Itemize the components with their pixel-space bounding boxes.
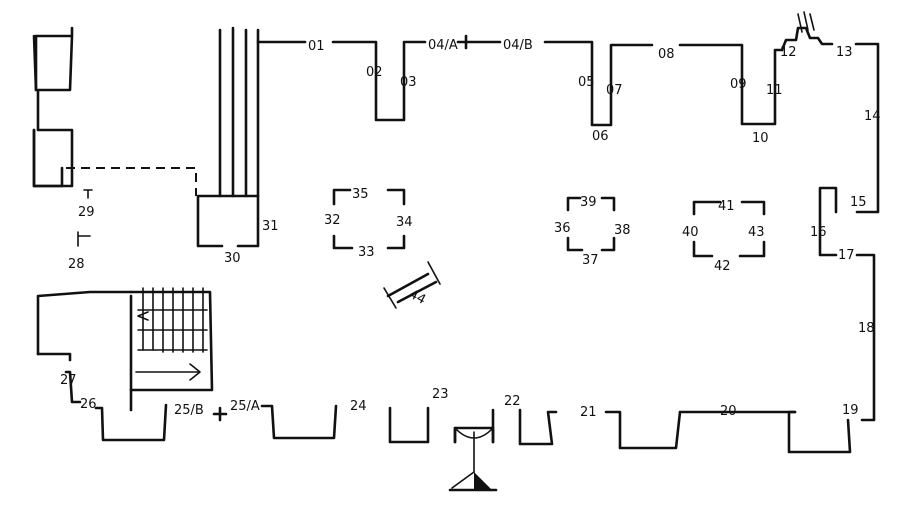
plus-marker-icon: [212, 406, 228, 422]
label-05: 05: [578, 75, 595, 90]
label-19: 19: [842, 403, 859, 418]
label-03: 03: [400, 75, 417, 90]
label-27: 27: [60, 373, 77, 388]
label-23: 23: [432, 387, 449, 402]
label-37: 37: [582, 253, 599, 268]
top-wall: [256, 11, 880, 214]
label-24: 24: [350, 399, 367, 414]
label-02: 02: [366, 65, 383, 80]
exhibit-41: [692, 200, 766, 258]
label-25a: 25/A: [230, 399, 260, 414]
label-41: 41: [718, 199, 735, 214]
label-30: 30: [224, 251, 241, 266]
labels: 01 02 03 04/A 04/B 05 06 07 08 09 10 11 …: [60, 38, 881, 420]
label-12: 12: [780, 45, 797, 60]
left-wall: [32, 26, 197, 412]
label-04a: 04/A: [428, 38, 458, 53]
label-15: 15: [850, 195, 867, 210]
stairs: [129, 287, 214, 392]
label-42: 42: [714, 259, 731, 274]
label-33: 33: [358, 245, 375, 260]
label-21: 21: [580, 405, 597, 420]
label-13: 13: [836, 45, 853, 60]
stairs-arrow-icon: [137, 311, 149, 321]
label-07: 07: [606, 83, 623, 98]
label-29: 29: [78, 205, 95, 220]
label-01: 01: [308, 39, 325, 54]
label-10: 10: [752, 131, 769, 146]
label-20: 20: [720, 404, 737, 419]
label-14: 14: [864, 109, 881, 124]
label-39: 39: [580, 195, 597, 210]
label-28: 28: [68, 257, 85, 272]
label-43: 43: [748, 225, 765, 240]
label-08: 08: [658, 47, 675, 62]
exhibit-39: [566, 196, 616, 252]
label-34: 34: [396, 215, 413, 230]
label-26: 26: [80, 397, 97, 412]
label-16: 16: [810, 225, 827, 240]
label-36: 36: [554, 221, 571, 236]
exhibit-35: [332, 188, 406, 250]
label-35: 35: [352, 187, 369, 202]
label-11: 11: [766, 83, 783, 98]
label-06: 06: [592, 129, 609, 144]
label-04b: 04/B: [503, 38, 533, 53]
label-44: 44: [406, 287, 428, 308]
label-17: 17: [838, 248, 855, 263]
label-31: 31: [262, 219, 279, 234]
label-09: 09: [730, 77, 747, 92]
right-wall: [818, 186, 876, 422]
label-18: 18: [858, 321, 875, 336]
label-38: 38: [614, 223, 631, 238]
item-44: [383, 261, 441, 309]
label-32: 32: [324, 213, 341, 228]
column-block: [196, 26, 260, 248]
entrance-eye-icon: [448, 426, 498, 492]
label-25b: 25/B: [174, 403, 204, 418]
door-29: [77, 231, 91, 247]
label-40: 40: [682, 225, 699, 240]
marker-t: [83, 189, 93, 199]
label-22: 22: [504, 394, 521, 409]
